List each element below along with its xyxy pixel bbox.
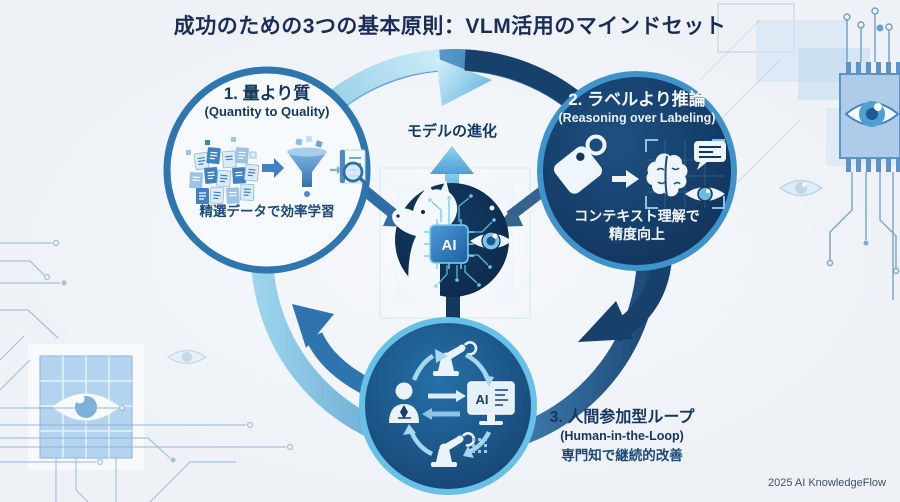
- node-human-loop: AI: [359, 317, 537, 495]
- ai-chip-icon: AI: [424, 219, 474, 269]
- eye-icon: [685, 186, 725, 202]
- chip-ai-label: AI: [442, 237, 457, 254]
- arrow-white-icon: [612, 170, 639, 188]
- principle2-caption-line2: 精度向上: [609, 226, 665, 242]
- funnel-icon: [287, 135, 327, 197]
- node-reasoning: [537, 71, 737, 271]
- principle1-subheading: (Quantity to Quality): [204, 104, 330, 119]
- arrow-small-icon: [262, 158, 284, 178]
- hub-label: モデルの進化: [406, 123, 497, 140]
- loop-arrowheads: [403, 349, 494, 458]
- hub-eye-icon: [470, 231, 512, 251]
- hub-model: AI: [392, 179, 512, 297]
- person-icon: [389, 382, 419, 423]
- principle3-caption: 専門知で継続的改善: [561, 448, 683, 463]
- speech-bubble-icon: [694, 141, 726, 170]
- document-magnifier-icon: [339, 149, 369, 187]
- circuit-decor-left: [0, 239, 294, 502]
- principle3-subheading: (Human-in-the-Loop): [560, 429, 684, 443]
- page-title: 成功のための3つの基本原則：VLM活用のマインドセット: [173, 15, 727, 38]
- dot-grid: [472, 438, 487, 453]
- document-pile-icon: [186, 137, 260, 205]
- faded-eye-icon: [778, 179, 824, 197]
- principle2-subheading: (Reasoning over Labeling): [558, 111, 716, 125]
- arrow-top-icon: [436, 58, 492, 106]
- credit-watermark: 2025 AI KnowledgeFlow: [767, 477, 886, 489]
- llama-icon: [392, 179, 458, 297]
- exchange-arrows-icon: [422, 390, 466, 420]
- monitor-ai-label: AI: [476, 392, 489, 407]
- tag-icon: [553, 134, 607, 194]
- chip-eye-icon: [839, 62, 900, 172]
- grid-chip-eye-icon: [39, 355, 133, 459]
- principle1-heading: 1. 量より質: [223, 84, 311, 103]
- principle1-caption: 精選データで効率学習: [199, 204, 335, 219]
- principle3-heading: 3. 人間参加型ループ: [549, 409, 695, 426]
- circuit-traces: [428, 194, 496, 288]
- principle2-heading: 2. ラベルより推論: [568, 90, 706, 109]
- principle2-caption-line1: コンテキスト理解で: [574, 208, 700, 224]
- faded-eye-small-icon: [166, 349, 208, 365]
- brain-icon: [646, 153, 688, 197]
- node-quality: [163, 66, 371, 274]
- circuit-decor-top-right: [689, 3, 900, 300]
